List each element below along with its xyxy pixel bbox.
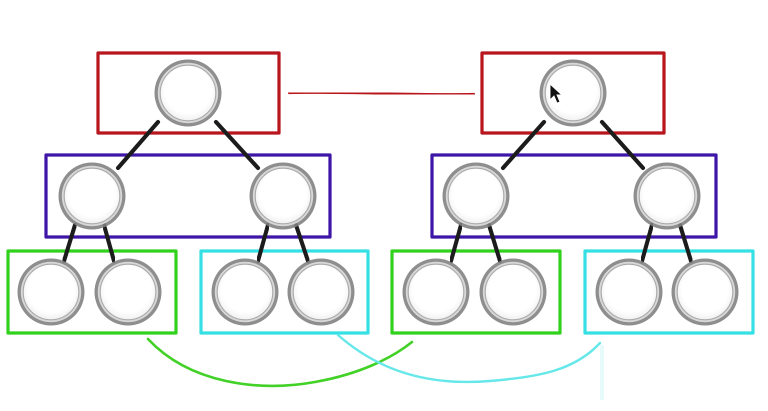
left-tree-second-leaf-group-box xyxy=(199,249,370,335)
left-tree-leaf-4-node xyxy=(287,258,355,326)
right-root-node xyxy=(539,59,607,127)
left-tree-leaf-3-node xyxy=(211,258,279,326)
right-tree-second-child-left-edge xyxy=(639,222,655,264)
left-middle-level-box xyxy=(44,153,332,239)
right-root-node-face xyxy=(544,64,602,122)
right-tree-leaf-1-node xyxy=(402,258,470,326)
right-tree-first-child-node xyxy=(442,162,510,230)
left-root-to-left-child-edge xyxy=(115,119,161,171)
right-tree-first-child-right-edge xyxy=(486,222,503,264)
left-tree-first-child-right-edge xyxy=(101,222,117,264)
left-tree-second-child-right-edge xyxy=(293,222,311,264)
left-root-node-face xyxy=(159,64,217,122)
right-tree-second-leaf-group-box xyxy=(583,249,755,335)
left-tree-leaf-2-node xyxy=(94,258,162,326)
left-tree-first-child-node-face xyxy=(63,167,121,225)
left-tree-first-child-node xyxy=(58,162,126,230)
right-tree-second-child-right-edge xyxy=(677,222,694,264)
right-root-to-left-child-edge xyxy=(500,119,547,171)
left-tree-second-child-left-edge xyxy=(255,222,271,264)
left-tree-first-leaf-group-box xyxy=(6,249,178,335)
left-tree-leaf-1-node-face xyxy=(22,263,80,321)
root-level-link xyxy=(287,91,476,96)
left-tree-first-child-left-edge xyxy=(61,222,78,264)
left-tree-leaf-4-node-face xyxy=(292,263,350,321)
right-tree-leaf-2-node-face xyxy=(484,263,542,321)
green-leaf-group-link xyxy=(146,337,414,388)
tree-edges xyxy=(61,119,694,264)
cyan-leaf-group-link xyxy=(336,333,602,384)
tree-nodes xyxy=(17,59,739,326)
left-tree-leaf-2-node-face xyxy=(99,263,157,321)
right-tree-leaf-3-node-face xyxy=(600,263,658,321)
right-tree-leaf-1-node-face xyxy=(407,263,465,321)
left-tree-second-child-node xyxy=(249,162,317,230)
right-tree-leaf-4-node xyxy=(671,258,739,326)
right-tree-first-child-node-face xyxy=(447,167,505,225)
right-root-level-box xyxy=(480,51,666,135)
left-root-to-right-child-edge xyxy=(213,119,261,171)
level-links xyxy=(146,91,604,400)
right-tree-leaf-3-node xyxy=(595,258,663,326)
left-tree-leaf-1-node xyxy=(17,258,85,326)
right-middle-level-box xyxy=(430,153,718,239)
right-tree-first-leaf-group-box xyxy=(390,249,562,335)
right-root-to-right-child-edge xyxy=(599,119,646,171)
right-tree-leaf-4-node-face xyxy=(676,263,734,321)
left-tree-second-child-node-face xyxy=(254,167,312,225)
mouse-pointer-icon xyxy=(549,82,564,104)
level-boxes xyxy=(6,51,755,335)
left-tree-leaf-3-node-face xyxy=(216,263,274,321)
right-tree-first-child-left-edge xyxy=(448,222,464,264)
mouse-pointer-icon xyxy=(549,82,564,104)
right-tree-leaf-2-node xyxy=(479,258,547,326)
left-root-node xyxy=(154,59,222,127)
right-tree-second-child-node xyxy=(633,162,701,230)
right-tree-second-child-node-face xyxy=(638,167,696,225)
left-root-level-box xyxy=(96,51,281,135)
